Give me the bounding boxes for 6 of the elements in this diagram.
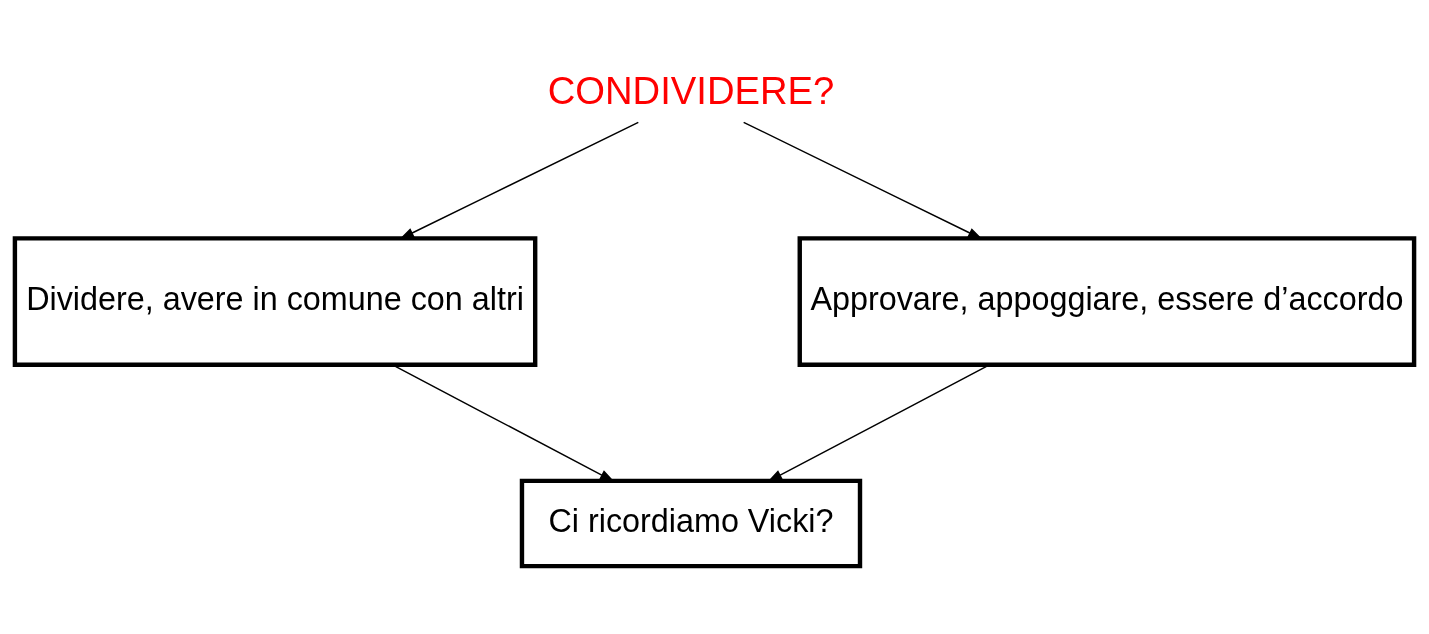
node-text: CONDIVIDERE? (547, 69, 835, 113)
arrow (742, 121, 983, 240)
node-box: Approvare, appoggiare, essere d’accordo (797, 236, 1417, 367)
node-box: Dividere, avere in comune con altri (12, 236, 538, 367)
arrow (399, 121, 640, 240)
node-box: Ci ricordiamo Vicki? (519, 478, 863, 569)
